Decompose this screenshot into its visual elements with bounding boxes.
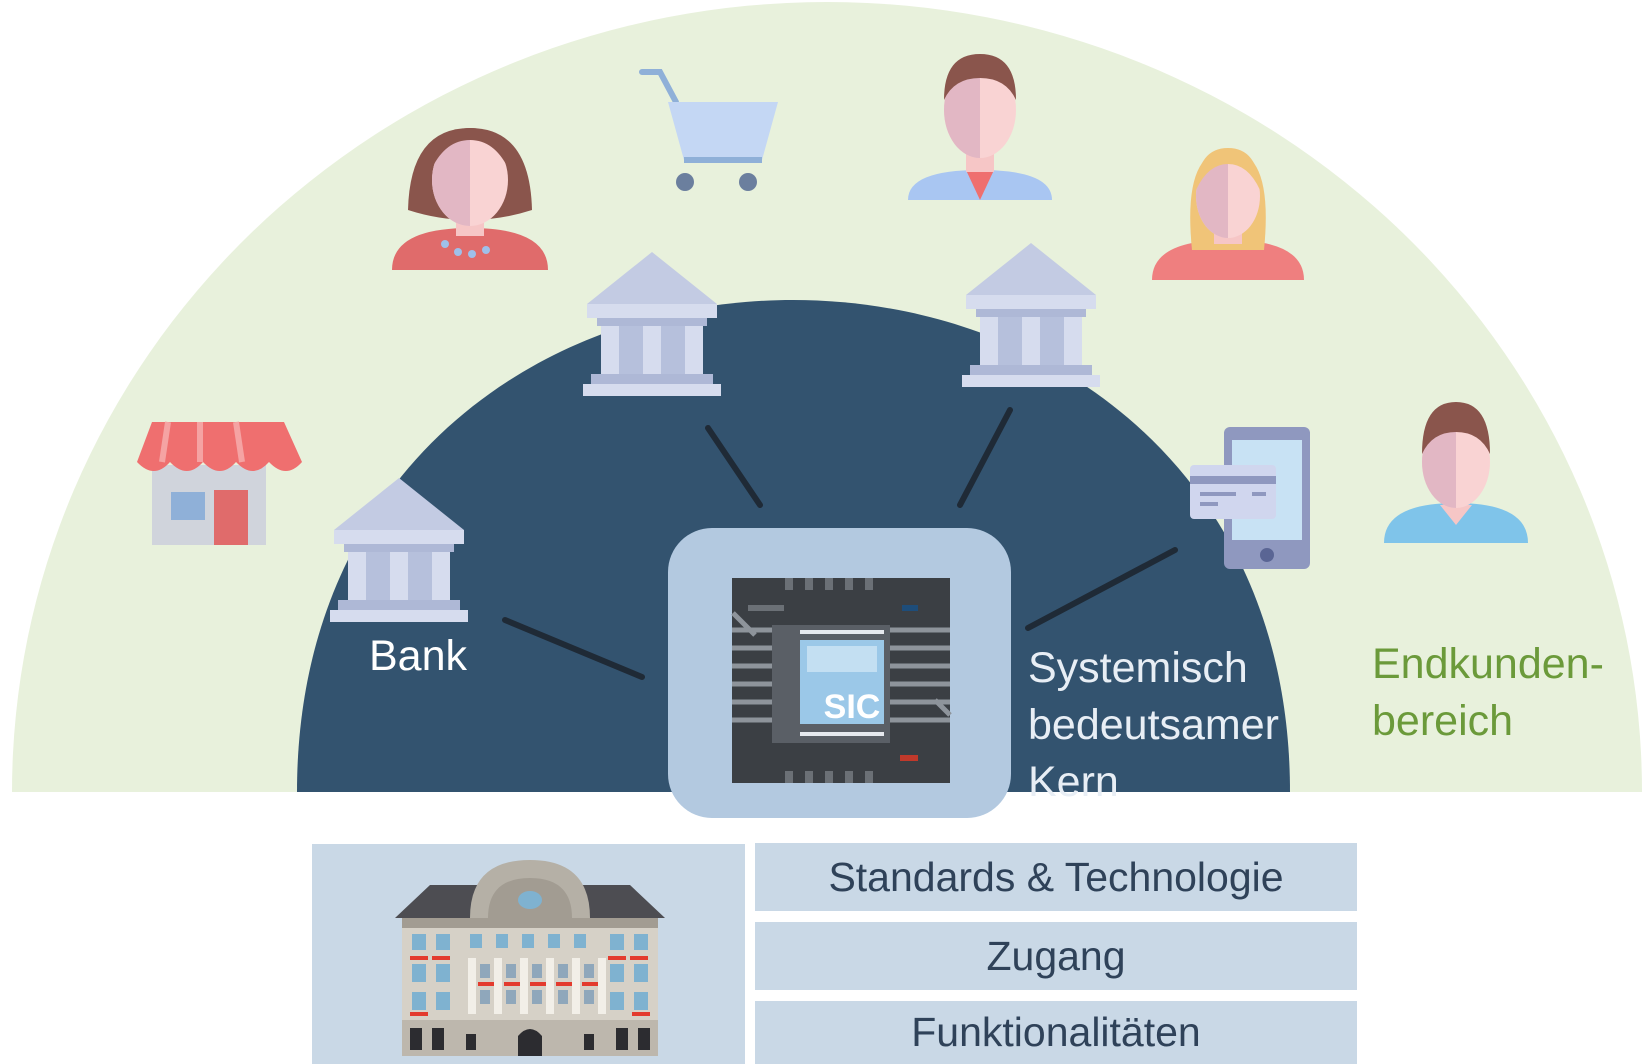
layer-access: Zugang <box>755 922 1357 990</box>
national-bank-building-icon <box>395 860 665 1056</box>
blonde-woman-icon <box>1152 148 1304 280</box>
shopping-cart-icon <box>639 69 778 191</box>
sic-chip-label: SIC <box>824 688 881 726</box>
mobile-payment-icon <box>1190 427 1310 569</box>
layer-functionality: Funktionalitäten <box>755 1001 1357 1064</box>
man-icon <box>908 54 1052 200</box>
layer-standards: Standards & Technologie <box>755 843 1357 911</box>
shop-icon <box>137 421 302 545</box>
endcustomer-label-line: Endkunden- <box>1372 640 1604 688</box>
core-label-line: Systemisch <box>1028 644 1248 692</box>
bank-label: Bank <box>369 632 468 680</box>
sic-chip-icon <box>731 578 952 783</box>
core-label-line: bedeutsamer <box>1028 701 1279 749</box>
core-label: Systemisch bedeutsamer Kern <box>1028 640 1279 811</box>
connector-lines <box>502 407 1178 680</box>
woman-icon <box>392 128 548 270</box>
endcustomer-label-line: bereich <box>1372 697 1514 745</box>
endcustomer-label: Endkunden- bereich <box>1372 636 1604 750</box>
young-man-icon <box>1384 402 1528 543</box>
core-label-line: Kern <box>1028 758 1119 806</box>
